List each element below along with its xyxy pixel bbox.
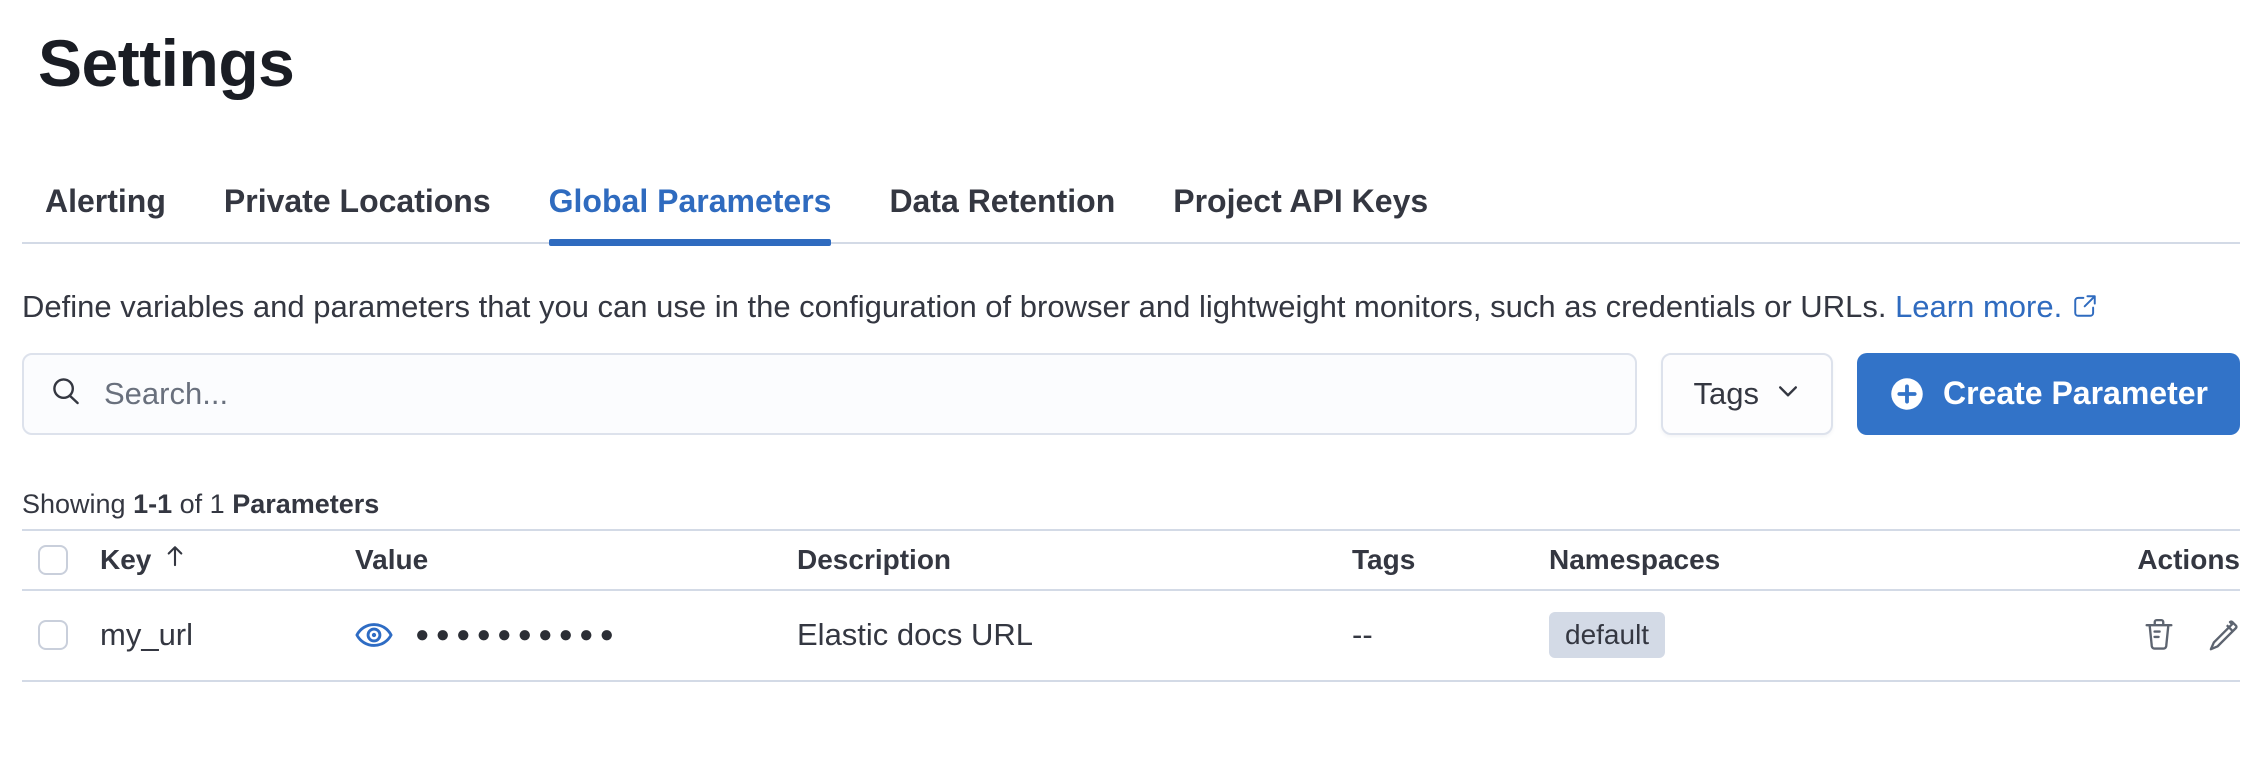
page-description: Define variables and parameters that you…	[22, 282, 2240, 333]
value-cell: ●●●●●●●●●●	[355, 616, 797, 654]
external-link-icon	[2072, 291, 2098, 326]
create-parameter-button[interactable]: Create Parameter	[1856, 352, 2240, 435]
actions-cell	[1900, 618, 2240, 652]
create-parameter-label: Create Parameter	[1942, 375, 2208, 412]
description-cell: Elastic docs URL	[797, 617, 1034, 653]
tab-global-parameters[interactable]: Global Parameters	[548, 182, 831, 246]
masked-value: ●●●●●●●●●●	[415, 621, 620, 649]
key-header-label: Key	[100, 543, 152, 575]
pencil-icon	[2206, 618, 2240, 652]
tags-filter-label: Tags	[1693, 375, 1759, 411]
summary-range: 1-1	[133, 488, 173, 519]
delete-parameter-button[interactable]	[2142, 618, 2176, 652]
search-icon	[50, 375, 82, 412]
select-all-checkbox[interactable]	[38, 544, 68, 575]
column-header-tags[interactable]: Tags	[1352, 543, 1416, 575]
toolbar: Tags Create Parameter	[22, 352, 2240, 435]
row-checkbox[interactable]	[38, 620, 68, 651]
tab-alerting[interactable]: Alerting	[45, 182, 166, 219]
page-title: Settings	[38, 26, 295, 100]
tab-bar: Alerting Private Locations Global Parame…	[22, 182, 2240, 246]
plus-circle-icon	[1889, 376, 1925, 412]
reveal-value-button[interactable]	[355, 616, 393, 654]
eye-icon	[355, 616, 393, 654]
tab-private-locations[interactable]: Private Locations	[223, 182, 491, 219]
trash-icon	[2142, 618, 2176, 652]
edit-parameter-button[interactable]	[2206, 618, 2240, 652]
summary-showing: Showing	[22, 488, 126, 519]
table-header-row: Key Value Description Tags Namespaces Ac…	[22, 531, 2240, 591]
column-header-key[interactable]: Key	[100, 542, 189, 577]
tags-cell: --	[1352, 617, 1373, 653]
description-text: Define variables and parameters that you…	[22, 288, 1887, 324]
key-cell: my_url	[100, 617, 194, 653]
namespace-badge: default	[1549, 612, 1666, 659]
learn-more-link[interactable]: Learn more.	[1895, 288, 2063, 324]
tags-filter-button[interactable]: Tags	[1661, 352, 1833, 435]
chevron-down-icon	[1775, 376, 1801, 412]
column-header-value[interactable]: Value	[355, 543, 429, 575]
namespaces-cell: default	[1549, 612, 1900, 659]
results-summary: Showing 1-1 of 1 Parameters	[22, 487, 2240, 521]
parameters-table: Key Value Description Tags Namespaces Ac…	[22, 528, 2240, 682]
column-header-description[interactable]: Description	[797, 543, 952, 575]
tab-data-retention[interactable]: Data Retention	[889, 182, 1116, 219]
search-box[interactable]	[22, 352, 1638, 435]
summary-of: of 1	[179, 488, 225, 519]
summary-entity: Parameters	[232, 488, 380, 519]
column-header-actions: Actions	[2137, 543, 2240, 575]
sort-ascending-icon	[161, 542, 189, 577]
tab-project-api-keys[interactable]: Project API Keys	[1173, 182, 1429, 219]
table-row: my_url ●●●●●●●●●● Elastic docs URL -- de…	[22, 591, 2240, 682]
column-header-namespaces[interactable]: Namespaces	[1549, 543, 1721, 575]
search-input[interactable]	[102, 374, 1610, 413]
